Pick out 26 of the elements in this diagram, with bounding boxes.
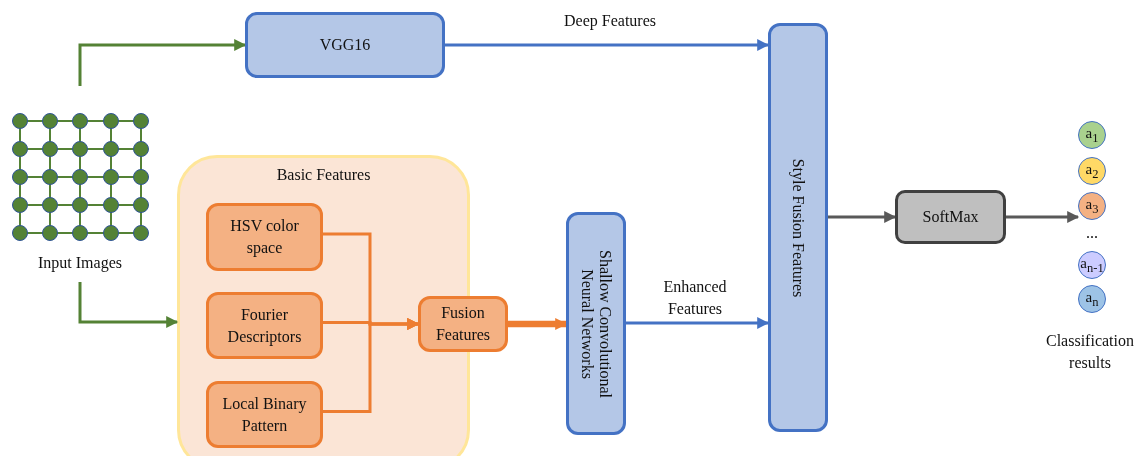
arrow bbox=[78, 39, 247, 86]
arrow bbox=[78, 282, 179, 328]
feature-box: Local Binary Pattern bbox=[206, 381, 323, 448]
feature-box: Fourier Descriptors bbox=[206, 292, 323, 359]
process-box: VGG16 bbox=[245, 12, 445, 78]
arrow bbox=[626, 317, 770, 329]
feature-box: HSV color space bbox=[206, 203, 323, 271]
class-circle: a$_{n-1}$ bbox=[1078, 251, 1106, 279]
process-box: Style Fusion Features bbox=[768, 23, 828, 432]
edge-label: Deep Features bbox=[563, 11, 657, 32]
class-circle: a$_{n}$ bbox=[1078, 285, 1106, 313]
ellipsis-mark: ... bbox=[1085, 223, 1099, 243]
class-circle: a$_{2}$ bbox=[1078, 157, 1106, 185]
edge-label: Enhanced Features bbox=[662, 277, 728, 320]
arrow bbox=[1006, 211, 1080, 223]
arrow bbox=[828, 211, 897, 223]
group-title: Basic Features bbox=[276, 165, 371, 185]
arrow bbox=[445, 39, 770, 51]
feature-box: Fusion Features bbox=[418, 296, 508, 352]
class-circle: a$_{1}$ bbox=[1078, 121, 1106, 149]
result-caption: Classification results bbox=[1045, 331, 1135, 374]
softmax-box: SoftMax bbox=[895, 190, 1006, 244]
node-label: Input Images bbox=[38, 253, 122, 274]
arrow bbox=[508, 318, 568, 330]
class-circle: a$_{3}$ bbox=[1078, 192, 1106, 220]
process-box: Shallow Convolutional Neural Networks bbox=[566, 212, 626, 435]
